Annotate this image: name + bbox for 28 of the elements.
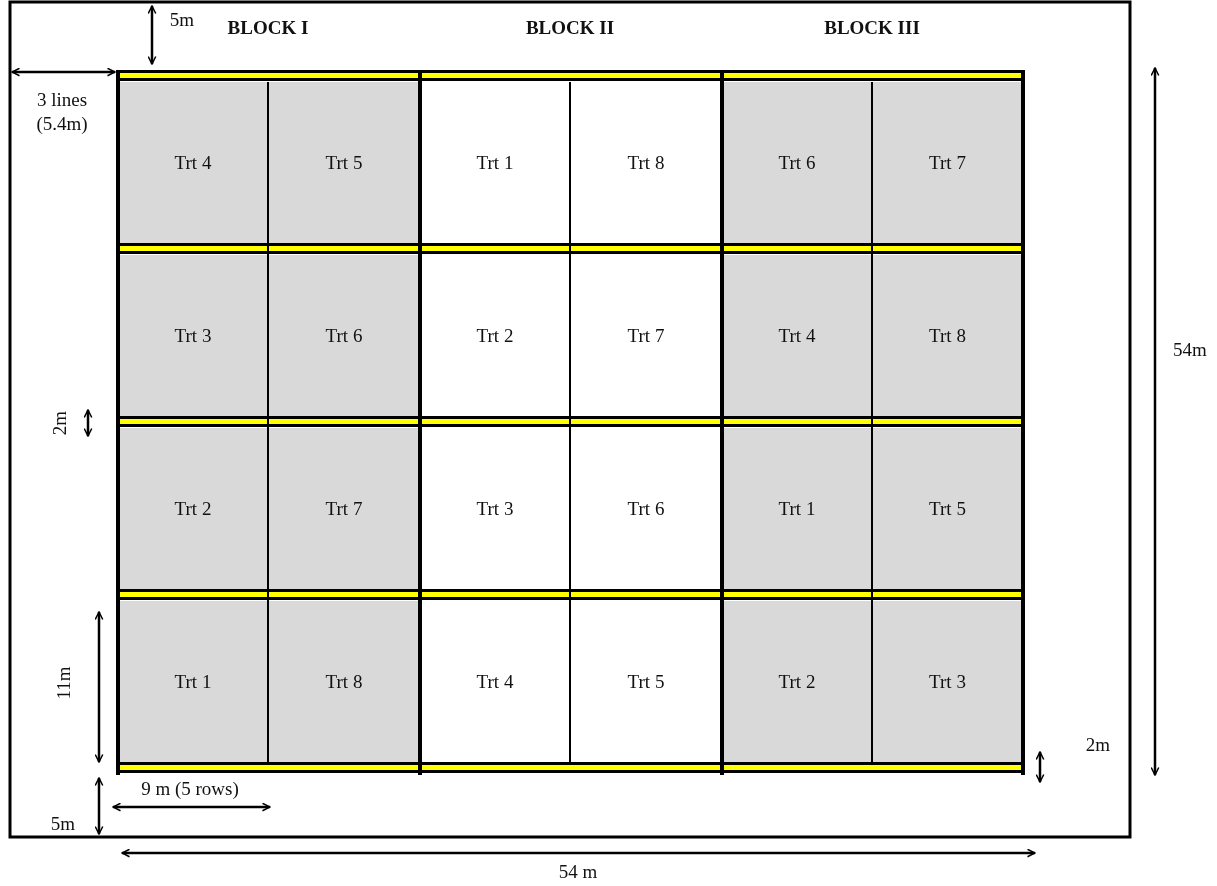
dimension-label: 5m — [169, 8, 195, 32]
plot-cell: Trt 7 — [872, 82, 1023, 243]
plot-cell: Trt 1 — [722, 428, 872, 589]
block-heading: BLOCK I — [227, 16, 309, 40]
dimension-label: 2m — [1085, 733, 1111, 757]
plot-cell: Trt 5 — [872, 428, 1023, 589]
plot-cell: Trt 2 — [722, 601, 872, 762]
plot-cell: Trt 8 — [268, 601, 420, 762]
block-heading: BLOCK II — [525, 16, 615, 40]
plot-cell: Trt 2 — [118, 428, 268, 589]
plot-cell: Trt 1 — [118, 601, 268, 762]
dimension-label: 11m — [52, 666, 76, 700]
plot-cell: Trt 3 — [118, 255, 268, 416]
plot-cell: Trt 4 — [118, 82, 268, 243]
block-heading: BLOCK III — [824, 16, 920, 40]
dimension-label: 54 m — [558, 860, 598, 884]
dimension-label: 2m — [48, 410, 72, 436]
dimension-label: 54m — [1173, 338, 1207, 362]
dimension-label: 5m — [50, 812, 76, 836]
plot-cell: Trt 6 — [268, 255, 420, 416]
plot-cell: Trt 7 — [268, 428, 420, 589]
dimension-label: 9 m (5 rows) — [141, 777, 239, 801]
plot-cell: Trt 3 — [872, 601, 1023, 762]
dimension-label: 3 lines (5.4m) — [35, 88, 89, 136]
plot-cell: Trt 4 — [722, 255, 872, 416]
plot-cell: Trt 5 — [268, 82, 420, 243]
plot-cell: Trt 6 — [722, 82, 872, 243]
plot-cell: Trt 8 — [872, 255, 1023, 416]
